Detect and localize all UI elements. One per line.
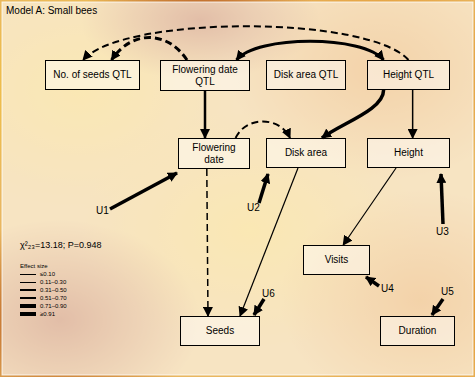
- box-text: Disk area QTL: [274, 69, 338, 81]
- error-term: U1: [96, 205, 109, 216]
- variable-box: Flowering date: [178, 138, 250, 169]
- diagram-title: Model A: Small bees: [6, 5, 97, 16]
- path-arrow: [343, 168, 396, 245]
- legend-text: 0.71–0.90: [40, 302, 67, 310]
- legend-row: 0.51–0.70: [20, 294, 67, 302]
- legend-row: 0.31–0.50: [20, 286, 67, 294]
- error-term: U3: [436, 226, 449, 237]
- line-sample: [20, 312, 36, 316]
- error-term: U4: [381, 283, 394, 294]
- box-text: Flowering date: [183, 142, 245, 165]
- legend: Effect size≤0.100.11–0.300.31–0.500.51–0…: [20, 262, 67, 318]
- variable-box: Flowering date QTL: [160, 60, 250, 91]
- fit-statistic: χ²₂₃=13.18; P=0.948: [20, 240, 101, 250]
- variable-box: Duration: [380, 316, 455, 346]
- box-text: Duration: [399, 325, 437, 337]
- legend-text: 0.11–0.30: [40, 278, 66, 286]
- error-term: U5: [441, 286, 454, 297]
- path-arrow: [322, 90, 384, 138]
- box-text: Seeds: [206, 325, 234, 337]
- box-text: Height QTL: [383, 69, 434, 81]
- line-sample: [20, 304, 36, 307]
- variable-box: Disk area: [266, 138, 346, 168]
- legend-text: 0.51–0.70: [40, 294, 67, 302]
- path-arrow: [237, 41, 384, 60]
- box-text: Height: [394, 147, 423, 159]
- legend-text: ≥0.91: [40, 310, 55, 318]
- legend-text: 0.31–0.50: [40, 286, 67, 294]
- variable-box: Seeds: [180, 316, 260, 346]
- line-sample: [20, 297, 36, 300]
- legend-text: ≤0.10: [40, 270, 55, 278]
- path-arrow: [207, 169, 208, 316]
- path-arrow: [204, 91, 207, 138]
- path-arrow: [236, 122, 290, 139]
- line-sample: [20, 289, 36, 291]
- legend-row: 0.11–0.30: [20, 278, 67, 286]
- path-arrow: [240, 168, 298, 316]
- legend-row: ≥0.91: [20, 310, 67, 318]
- variable-box: Height QTL: [367, 60, 450, 90]
- variable-box: Disk area QTL: [266, 60, 346, 90]
- box-text: No. of seeds QTL: [53, 69, 131, 81]
- box-text: Visits: [325, 254, 349, 266]
- line-sample: [20, 282, 36, 283]
- error-term: U6: [262, 288, 275, 299]
- error-term: U2: [247, 202, 260, 213]
- line-sample: [20, 274, 36, 275]
- legend-row: 0.71–0.90: [20, 302, 67, 310]
- path-arrow: [83, 26, 409, 60]
- path-arrow: [112, 38, 188, 61]
- legend-row: ≤0.10: [20, 270, 67, 278]
- variable-box: Visits: [303, 245, 370, 275]
- path-arrow: [412, 90, 414, 138]
- box-text: Disk area: [285, 147, 327, 159]
- legend-title: Effect size: [20, 262, 67, 270]
- variable-box: No. of seeds QTL: [45, 60, 140, 90]
- box-text: Flowering date QTL: [165, 64, 245, 87]
- variable-box: Height: [367, 138, 450, 168]
